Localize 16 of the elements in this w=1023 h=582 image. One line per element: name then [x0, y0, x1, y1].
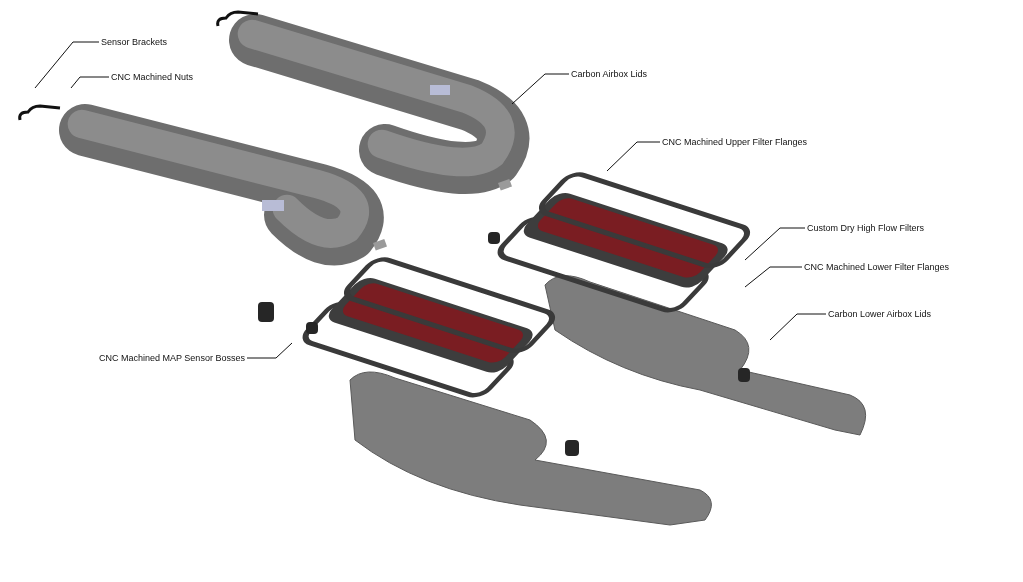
leader-line [744, 227, 806, 261]
leader-line [511, 73, 570, 105]
callout-label: Custom Dry High Flow Filters [807, 222, 925, 234]
leader-line [246, 342, 293, 359]
callout-label: CNC Machined Upper Filter Flanges [662, 136, 808, 148]
callout-label: Carbon Lower Airbox Lids [828, 308, 932, 320]
callout-label: CNC Machined Nuts [111, 71, 194, 83]
callout-label: Carbon Airbox Lids [571, 68, 648, 80]
leader-line [606, 141, 661, 172]
leader-line [769, 313, 827, 341]
callout-label: CNC Machined MAP Sensor Bosses [99, 352, 245, 364]
callout-label: CNC Machined Lower Filter Flanges [804, 261, 950, 273]
leader-line [70, 76, 110, 89]
leader-line [34, 41, 100, 89]
leader-line [744, 266, 803, 288]
callout-label: Sensor Brackets [101, 36, 168, 48]
